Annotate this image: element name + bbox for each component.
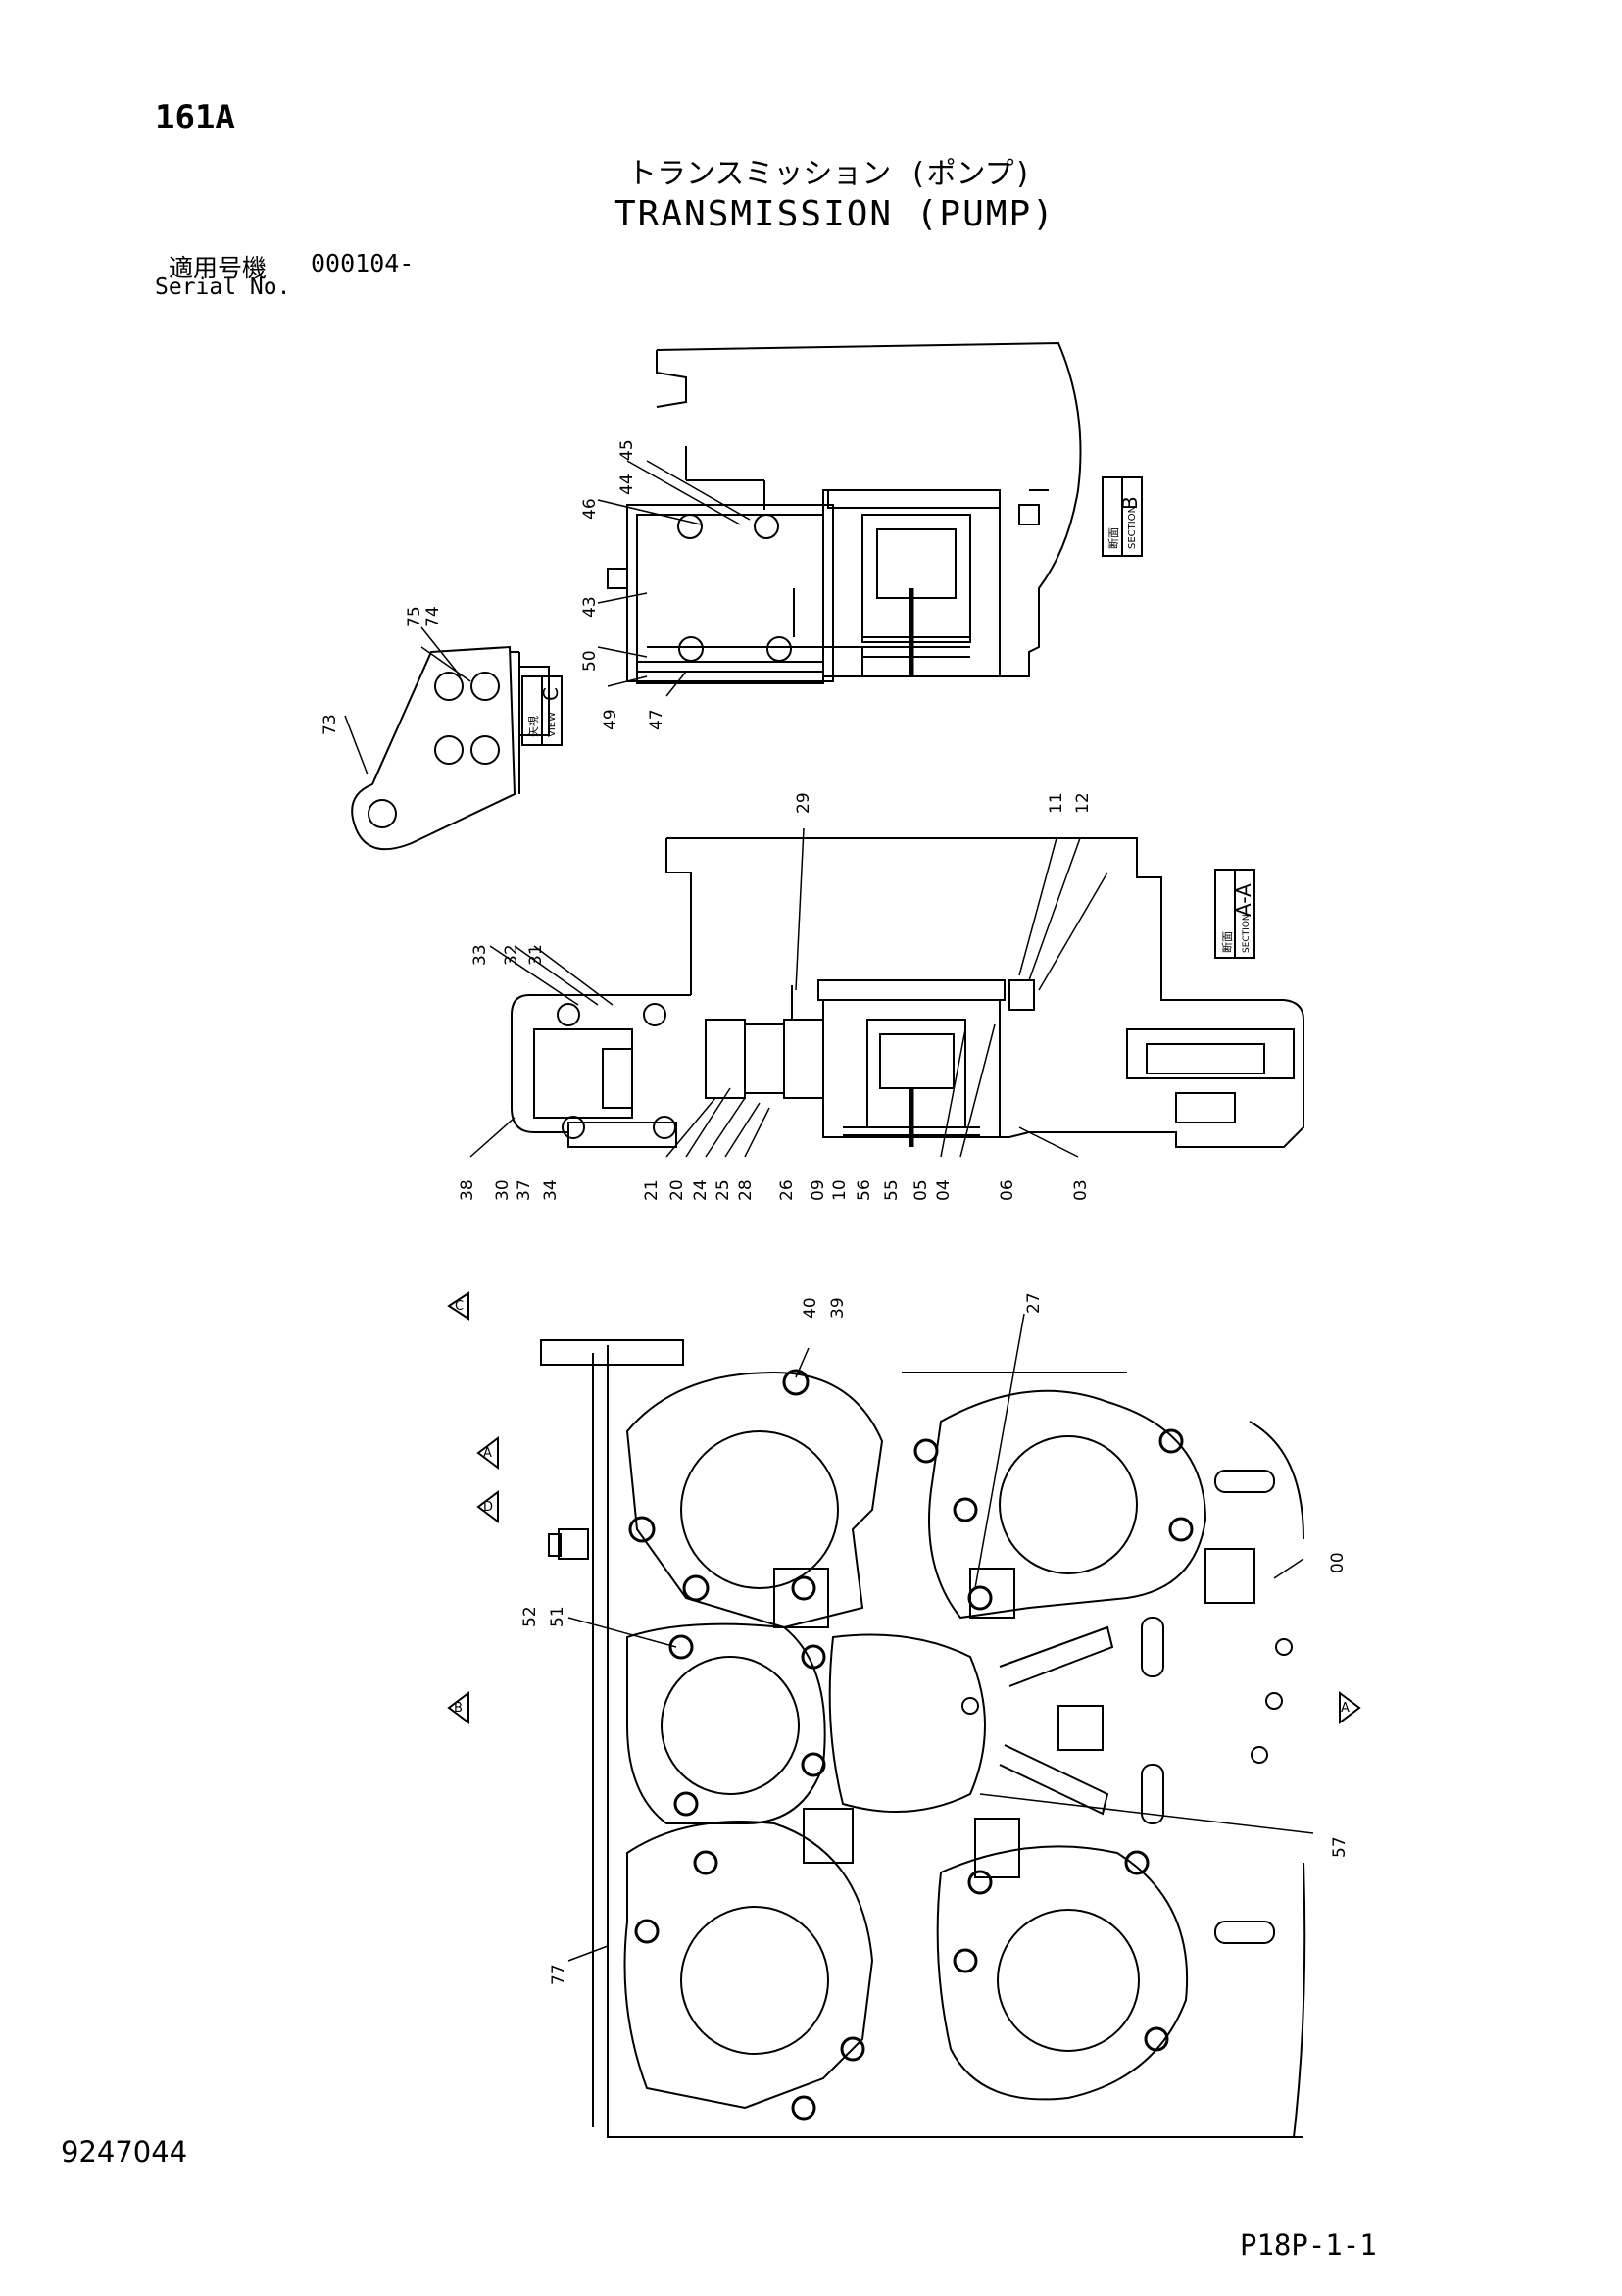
callout-12: 12 (1073, 792, 1093, 814)
callouts: 46 44 45 43 50 49 47 75 74 73 29 11 12 3… (320, 439, 1350, 1985)
view-c-bracket: 矢視 VIEW C (351, 645, 563, 851)
callout-51: 51 (548, 1606, 567, 1627)
section-aa-jp: 断面 (1220, 931, 1234, 953)
callout-25: 25 (713, 1179, 733, 1201)
callout-03: 03 (1071, 1179, 1091, 1201)
callout-75: 75 (405, 606, 424, 627)
page-reference: P18P-1-1 (1240, 2228, 1377, 2262)
callout-45: 45 (617, 439, 637, 461)
page-number: 161A (155, 98, 235, 137)
section-b-jp: 断面 (1106, 527, 1120, 549)
callout-30: 30 (493, 1179, 513, 1201)
serial-label-english: Serial No. (155, 275, 291, 300)
section-markers: C A D B A (447, 1291, 1361, 1724)
view-c-letter: C (539, 687, 563, 701)
callout-32: 32 (502, 944, 521, 966)
callout-31: 31 (526, 944, 546, 966)
callout-77: 77 (549, 1964, 568, 1985)
marker-b: B (454, 1701, 463, 1716)
callout-11: 11 (1047, 792, 1066, 814)
callout-56: 56 (855, 1179, 874, 1201)
callout-00: 00 (1328, 1552, 1348, 1573)
serial-label-japanese: 適用号機 (169, 254, 268, 282)
callout-26: 26 (777, 1179, 797, 1201)
callout-05: 05 (911, 1179, 931, 1201)
callout-20: 20 (667, 1179, 687, 1201)
section-b-letter: B (1118, 496, 1142, 510)
plan-view (540, 1339, 1306, 2138)
callout-52: 52 (520, 1606, 540, 1627)
callout-46: 46 (580, 498, 600, 520)
callout-33: 33 (470, 944, 490, 966)
callout-04: 04 (934, 1179, 954, 1201)
view-c-jp: 矢視 (526, 716, 540, 737)
callout-49: 49 (601, 709, 620, 730)
section-aa-en: SECTION (1242, 914, 1252, 953)
callout-38: 38 (458, 1179, 477, 1201)
view-c-en: VIEW (547, 712, 558, 737)
callout-37: 37 (515, 1179, 534, 1201)
document-number: 9247044 (61, 2135, 188, 2169)
callout-06: 06 (998, 1179, 1017, 1201)
callout-73: 73 (320, 714, 340, 735)
marker-a-left: A (483, 1446, 492, 1461)
marker-a-right: A (1341, 1701, 1350, 1716)
callout-50: 50 (580, 650, 600, 672)
callout-55: 55 (882, 1179, 902, 1201)
callout-29: 29 (794, 792, 813, 814)
serial-value: 000104- (311, 249, 415, 277)
callout-27: 27 (1024, 1292, 1044, 1314)
callout-40: 40 (801, 1297, 820, 1319)
callout-39: 39 (828, 1297, 848, 1319)
callout-47: 47 (647, 709, 666, 730)
leader-lines (344, 460, 1314, 1962)
marker-d: D (483, 1500, 493, 1515)
callout-44: 44 (617, 474, 637, 495)
callout-57: 57 (1330, 1836, 1350, 1858)
section-b-en: SECTION (1127, 506, 1138, 549)
callout-09: 09 (809, 1179, 828, 1201)
callout-34: 34 (541, 1179, 561, 1201)
callout-28: 28 (736, 1179, 756, 1201)
title-japanese: トランスミッション (ポンプ) (627, 157, 1032, 191)
callout-10: 10 (830, 1179, 850, 1201)
marker-c: C (455, 1299, 464, 1314)
section-aa-letter: A-A (1232, 883, 1255, 917)
section-b-view: 断面 SECTION B (607, 341, 1143, 684)
callout-21: 21 (642, 1179, 662, 1201)
callout-43: 43 (580, 596, 600, 618)
callout-24: 24 (691, 1179, 711, 1201)
callout-74: 74 (423, 606, 443, 627)
section-aa-view: 断面 SECTION A-A (511, 837, 1304, 1148)
title-english: TRANSMISSION (PUMP) (614, 194, 1056, 234)
